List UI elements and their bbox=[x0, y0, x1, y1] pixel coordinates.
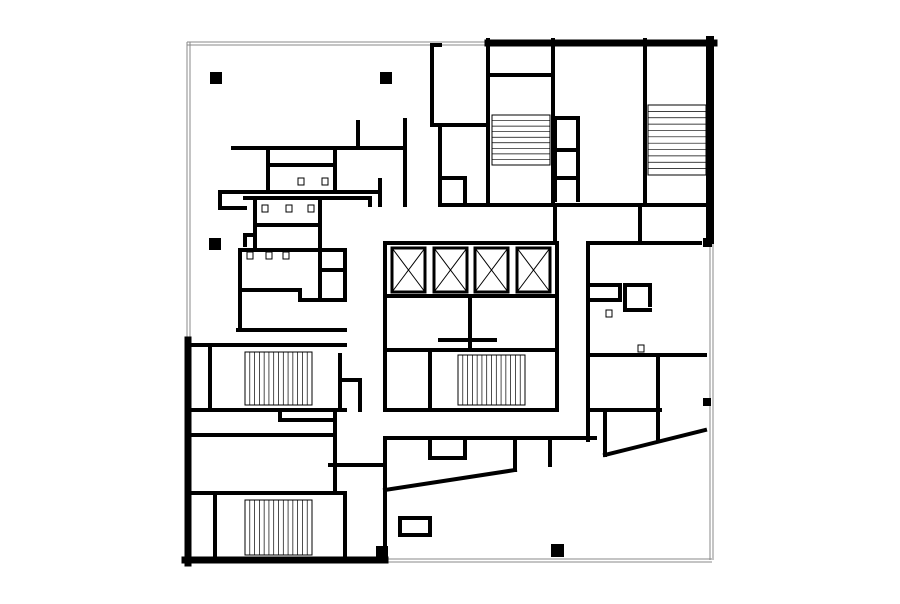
fixture-icon bbox=[307, 204, 315, 213]
elevator-shaft bbox=[473, 246, 510, 294]
elevator-shaft bbox=[432, 246, 469, 294]
stair-northeast bbox=[647, 104, 707, 176]
stairs bbox=[244, 104, 707, 556]
fixture-icon bbox=[285, 204, 293, 213]
fixture-icon bbox=[321, 177, 329, 186]
fixture-icon bbox=[282, 251, 290, 260]
elevator-cross bbox=[516, 247, 551, 293]
column bbox=[209, 238, 221, 250]
elevator-cross bbox=[391, 247, 426, 293]
exterior-walls bbox=[181, 36, 718, 567]
column bbox=[551, 544, 564, 557]
elevator-cross bbox=[474, 247, 509, 293]
column bbox=[380, 72, 392, 84]
column bbox=[210, 72, 222, 84]
column bbox=[376, 546, 388, 558]
interior-walls bbox=[188, 38, 712, 559]
elevator-shaft bbox=[515, 246, 552, 294]
elevator-shafts bbox=[390, 246, 552, 294]
fixture-icon bbox=[261, 204, 269, 213]
elevator-shaft bbox=[390, 246, 427, 294]
reception-desk bbox=[398, 516, 432, 537]
fixture-icon bbox=[265, 251, 273, 260]
wall bbox=[602, 427, 708, 458]
structural-columns bbox=[209, 72, 712, 558]
column bbox=[703, 238, 712, 247]
fixture-icon bbox=[605, 309, 613, 318]
fixture-icon bbox=[246, 251, 254, 260]
column bbox=[703, 398, 711, 406]
elevator-cross bbox=[433, 247, 468, 293]
fixture-icon bbox=[297, 177, 305, 186]
stair-northwest bbox=[491, 114, 551, 166]
curtain-wall-glazing bbox=[186, 41, 714, 563]
fixture-icon bbox=[637, 344, 645, 353]
wall bbox=[382, 467, 518, 493]
